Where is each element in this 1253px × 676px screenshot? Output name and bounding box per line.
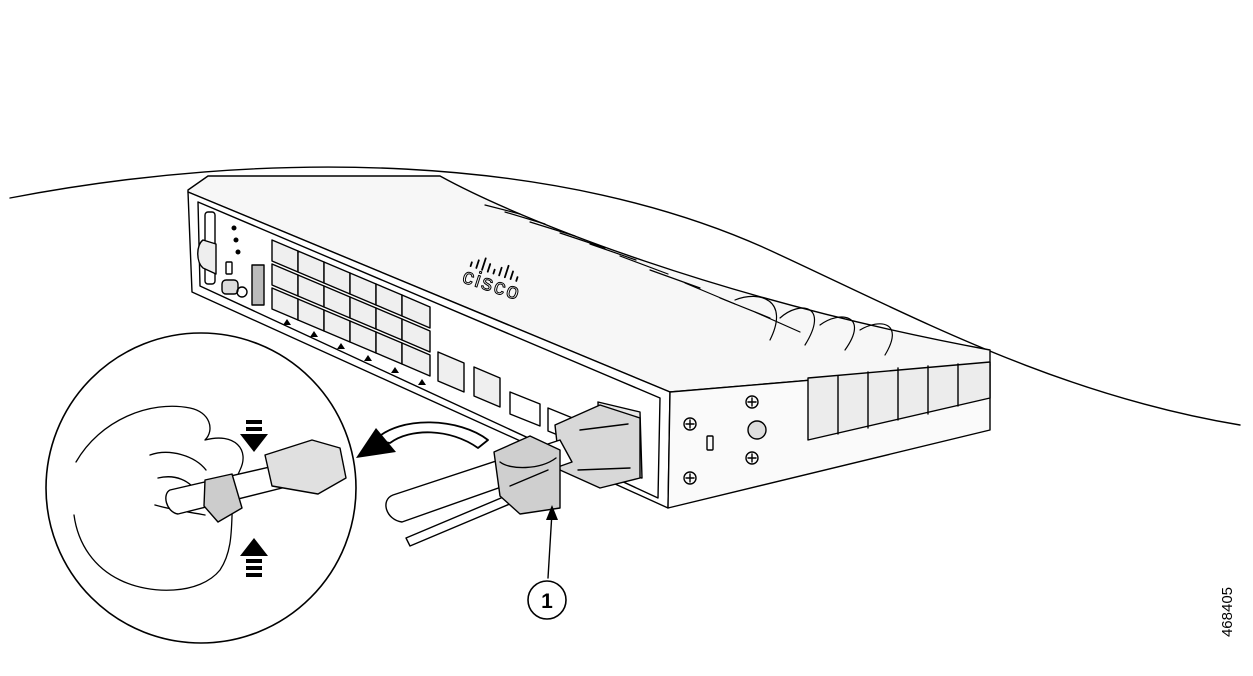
uplink-port-2 [473,366,501,408]
push-down-arrow [240,420,268,452]
port-6 [401,294,431,329]
mini-usb-port [225,261,233,275]
power-connector [554,401,643,489]
sfp-port-1 [509,391,541,427]
side-screw-4 [745,451,759,465]
rotation-direction-arrow [356,421,489,458]
chassis-top-surface [187,175,991,393]
cable-retainer-clip [493,435,561,515]
callout-1-label: 1 [541,590,553,613]
callout-1-circle [527,580,567,620]
sd-card-slot [251,264,265,306]
status-led-2 [233,237,239,243]
curved-arrow-body [374,421,489,449]
ethernet-port-grid [271,239,431,377]
port-12 [401,318,431,353]
side-lock-slot [706,435,714,451]
top-vents [484,204,893,356]
push-up-arrow [240,538,268,577]
usb-slot [197,239,217,275]
side-panel-details [683,361,991,485]
detail-inset [45,332,357,644]
power-cable-assembly [385,435,573,547]
inset-clip [203,473,243,523]
left-control-panel [197,211,265,306]
callout-1-leader [547,511,553,579]
status-led-1 [231,225,237,231]
side-screw-2 [683,471,697,485]
status-led-3 [235,249,241,255]
side-screw-3 [745,395,759,409]
uplink-port-1 [437,351,465,393]
callout-1-arrowhead [546,505,558,520]
router-chassis: cisco [187,175,991,509]
side-screw-1 [683,417,697,431]
port-18 [401,342,431,377]
curved-arrow-head [356,428,396,458]
console-port [221,279,239,295]
side-grommet [747,420,767,440]
cutaway-boundary-line [9,166,1241,426]
port-indicator-marks [283,319,426,385]
inset-plug [264,439,347,495]
vent-rib [734,295,777,341]
figure-id: 468405 [1219,586,1236,638]
side-vent-block [807,361,991,441]
reset-button [236,286,248,298]
callout-1: 1 [527,505,567,620]
